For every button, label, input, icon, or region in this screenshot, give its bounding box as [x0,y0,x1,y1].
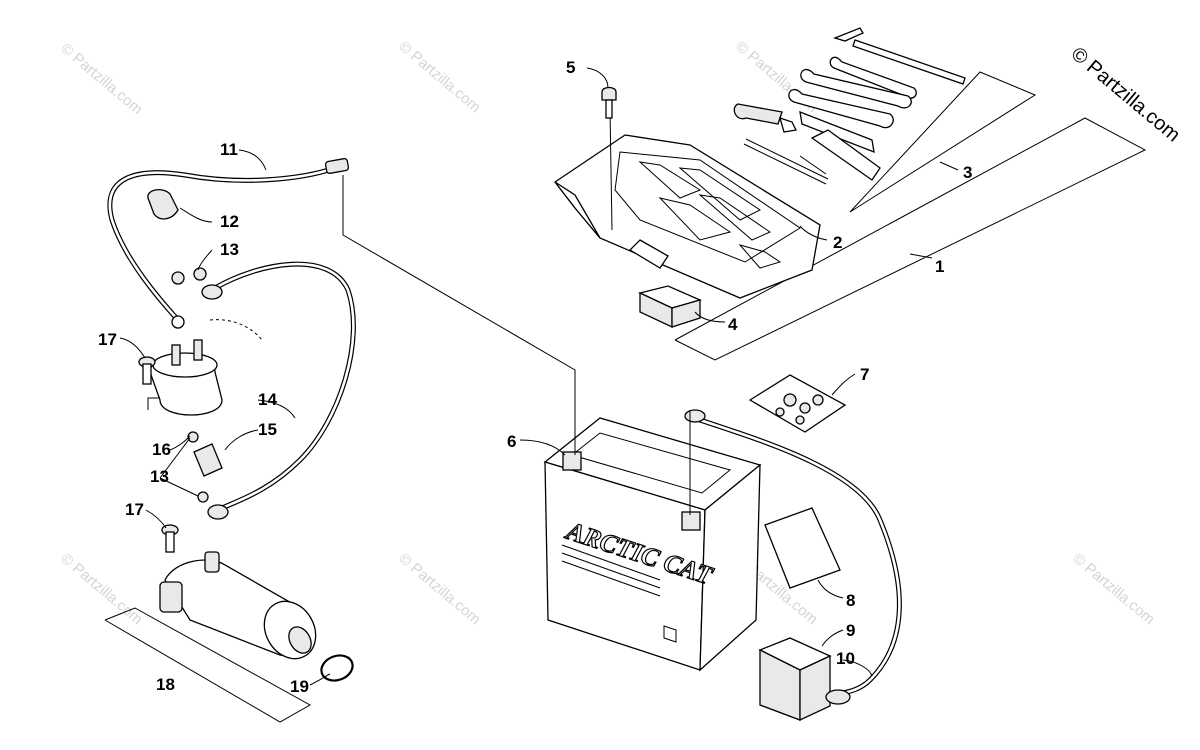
group-bracket-3 [849,71,1037,213]
callout-14: 14 [258,390,277,409]
callout-9: 9 [846,621,855,640]
bolt-part-17 [138,356,156,385]
group-bracket-18 [104,607,312,723]
callout-18: 18 [156,675,175,694]
callout-5: 5 [566,58,575,77]
callout-12: 12 [220,212,239,231]
starter-cable-part-14 [201,261,356,520]
copyright-notice: © Partzilla.com [1067,43,1184,146]
callouts: 1 2 3 4 5 6 7 8 9 10 11 12 13 14 15 16 1… [98,58,972,696]
label-part-8 [764,507,841,589]
tool-kit [733,27,966,185]
group-bracket-1 [674,117,1147,361]
foam-pad-part-4 [638,285,702,329]
solenoid-part-16 [147,188,263,503]
watermark: © Partzilla.com [395,38,483,116]
callout-17: 17 [98,330,117,349]
callout-7: 7 [860,365,869,384]
boot-part-12 [147,188,179,220]
battery-cable-part-10 [684,409,902,705]
battery-cable-part-11 [107,158,576,455]
callout-1: 1 [935,257,944,276]
watermark: © Partzilla.com [1069,550,1157,628]
starter-motor-part-18 [159,551,317,660]
callout-17: 17 [125,500,144,519]
watermark: © Partzilla.com [57,40,145,118]
callout-11: 11 [220,140,238,159]
callout-4: 4 [728,315,738,334]
tool-tray [554,109,821,299]
callout-2: 2 [833,233,842,252]
screw-part-5 [601,86,617,119]
boot-part-15 [193,443,223,477]
hardware-kit-part-7 [748,374,847,433]
callout-13: 13 [220,240,239,259]
callout-10: 10 [836,649,855,668]
callout-19: 19 [290,677,309,696]
callout-15: 15 [258,420,277,439]
leader-lines [119,67,873,686]
watermark: © Partzilla.com [57,550,145,628]
callout-6: 6 [507,432,516,451]
callout-13: 13 [150,467,169,486]
bolt-part-17 [161,524,179,553]
battery-part-6: ARCTIC CAT [543,417,762,672]
o-ring-part-19 [320,654,354,682]
callout-16: 16 [152,440,171,459]
watermark: © Partzilla.com [395,550,483,628]
callout-8: 8 [846,591,855,610]
foam-pad-part-9 [758,637,832,722]
callout-3: 3 [963,163,972,182]
